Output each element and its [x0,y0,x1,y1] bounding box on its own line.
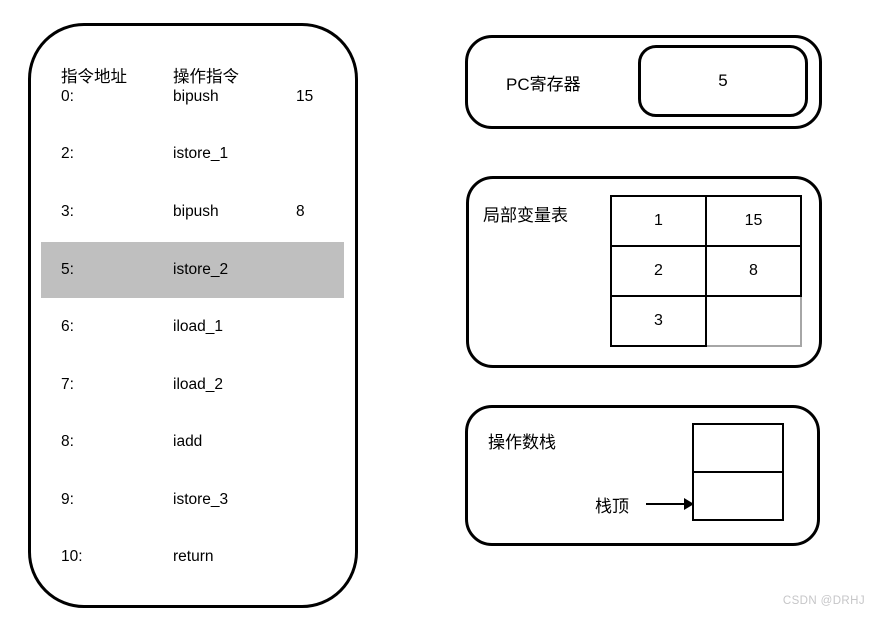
instruction-address: 8: [61,433,74,450]
instruction-opcode: iload_1 [173,318,223,335]
instruction-operand: 15 [296,88,314,105]
instruction-opcode: bipush [173,88,219,105]
instruction-opcode: istore_1 [173,145,229,162]
pc-register-value: 5 [638,45,808,117]
instruction-row: 9: istore_3 [41,472,344,528]
instruction-address: 6: [61,318,74,335]
instruction-row: 3: bipush 8 [41,184,344,240]
instruction-opcode: istore_2 [173,261,229,278]
local-variable-table: 1 15 2 8 3 [610,195,802,347]
stack-top-label: 栈顶 [595,497,629,516]
instruction-address: 5: [61,261,74,278]
watermark: CSDN @DRHJ [782,595,865,607]
local-variable-table-label: 局部变量表 [483,206,568,225]
instruction-list-panel: 指令地址 操作指令 0: bipush 15 2: istore_1 3: bi… [28,23,358,608]
instruction-opcode: istore_3 [173,491,229,508]
instruction-opcode: iadd [173,433,203,450]
table-row: 1 15 [610,195,802,247]
arrow-head [684,498,694,510]
instruction-list-header: 指令地址 操作指令 [41,62,344,92]
instruction-opcode: return [173,548,214,565]
local-slot-index: 2 [610,245,707,297]
instruction-address: 9: [61,491,74,508]
instruction-address: 10: [61,548,83,565]
local-slot-value: 8 [705,245,802,297]
pc-register-panel: PC寄存器 5 [465,35,822,129]
operand-stack-cells [692,423,784,521]
header-operation-instruction: 操作指令 [173,68,239,86]
local-slot-value-empty [705,295,802,347]
instruction-row: 6: iload_1 [41,299,344,355]
instruction-operand: 8 [296,203,305,220]
local-slot-index: 1 [610,195,707,247]
operand-stack-label: 操作数栈 [488,433,556,452]
operand-stack-panel: 操作数栈 栈顶 [465,405,820,546]
table-row: 3 [610,295,802,347]
local-slot-value: 15 [705,195,802,247]
instruction-address: 3: [61,203,74,220]
local-variable-table-panel: 局部变量表 1 15 2 8 3 [466,176,822,368]
arrow-line [646,503,686,505]
instruction-row: 10: return [41,529,344,585]
pc-register-label: PC寄存器 [506,74,581,94]
instruction-opcode: bipush [173,203,219,220]
instruction-row: 2: istore_1 [41,126,344,182]
instruction-row: 7: iload_2 [41,357,344,413]
instruction-opcode: iload_2 [173,376,223,393]
header-instruction-address: 指令地址 [61,68,127,86]
arrow-right-icon [646,496,694,512]
local-slot-index: 3 [610,295,707,347]
stack-cell [692,471,784,521]
instruction-row: 0: bipush 15 [41,69,344,125]
instruction-address: 7: [61,376,74,393]
instruction-row: 5: istore_2 [41,242,344,298]
instruction-row: 8: iadd [41,414,344,470]
table-row: 2 8 [610,245,802,297]
stack-cell [692,423,784,473]
instruction-address: 2: [61,145,74,162]
instruction-address: 0: [61,88,74,105]
